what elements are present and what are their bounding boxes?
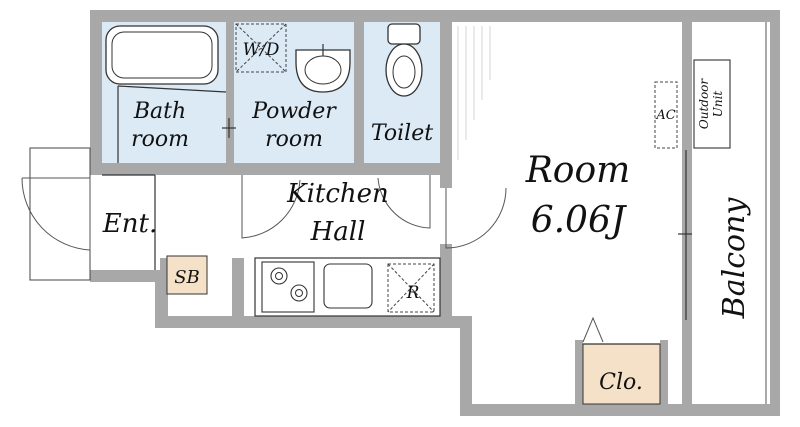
closet-label: Clo. xyxy=(599,370,643,395)
outdoor-unit: Outdoor Unit xyxy=(693,59,731,149)
refrigerator-label: R xyxy=(406,283,420,303)
door-swing-powder xyxy=(241,175,301,239)
kitchen-sink-icon xyxy=(323,263,373,309)
sink-icon xyxy=(295,44,351,93)
ac-label: AC xyxy=(655,108,675,123)
entrance-door-swing xyxy=(21,177,91,251)
closet xyxy=(582,343,661,405)
wd-label: W/D xyxy=(243,40,280,60)
ac-unit: AC xyxy=(654,81,678,149)
powder-label-2: room xyxy=(265,127,323,152)
room-label-2: 6.06J xyxy=(531,200,628,241)
powder-area xyxy=(234,22,354,163)
room-label-1: Room xyxy=(525,150,631,191)
bath-label-1: Bath xyxy=(133,99,186,124)
shoebox-label: SB xyxy=(174,267,200,288)
powder-label-1: Powder xyxy=(251,99,337,124)
toilet-icon xyxy=(385,23,423,97)
door-swing-toilet xyxy=(377,175,431,229)
outdoor-unit-label-1: Outdoor xyxy=(697,78,711,130)
washer-dryer-space: W/D xyxy=(235,23,287,73)
entrance-porch xyxy=(29,147,91,281)
outdoor-unit-label-2: Unit xyxy=(711,91,725,118)
kitchen-label-1: Kitchen xyxy=(286,179,389,209)
walls xyxy=(90,10,780,416)
bathtub-icon xyxy=(105,25,219,85)
room-hatch xyxy=(457,26,491,160)
shoe-box xyxy=(166,255,208,295)
closet-door-mark xyxy=(582,316,604,343)
kitchen-label-2: Hall xyxy=(310,217,366,247)
balcony-label: Balcony xyxy=(717,197,752,320)
refrigerator-space: R xyxy=(387,263,435,313)
entrance-label: Ent. xyxy=(102,209,157,239)
stove-icon xyxy=(261,261,315,313)
door-swing-room xyxy=(445,187,507,249)
bath-label-2: room xyxy=(131,127,189,152)
toilet-label: Toilet xyxy=(371,121,433,146)
